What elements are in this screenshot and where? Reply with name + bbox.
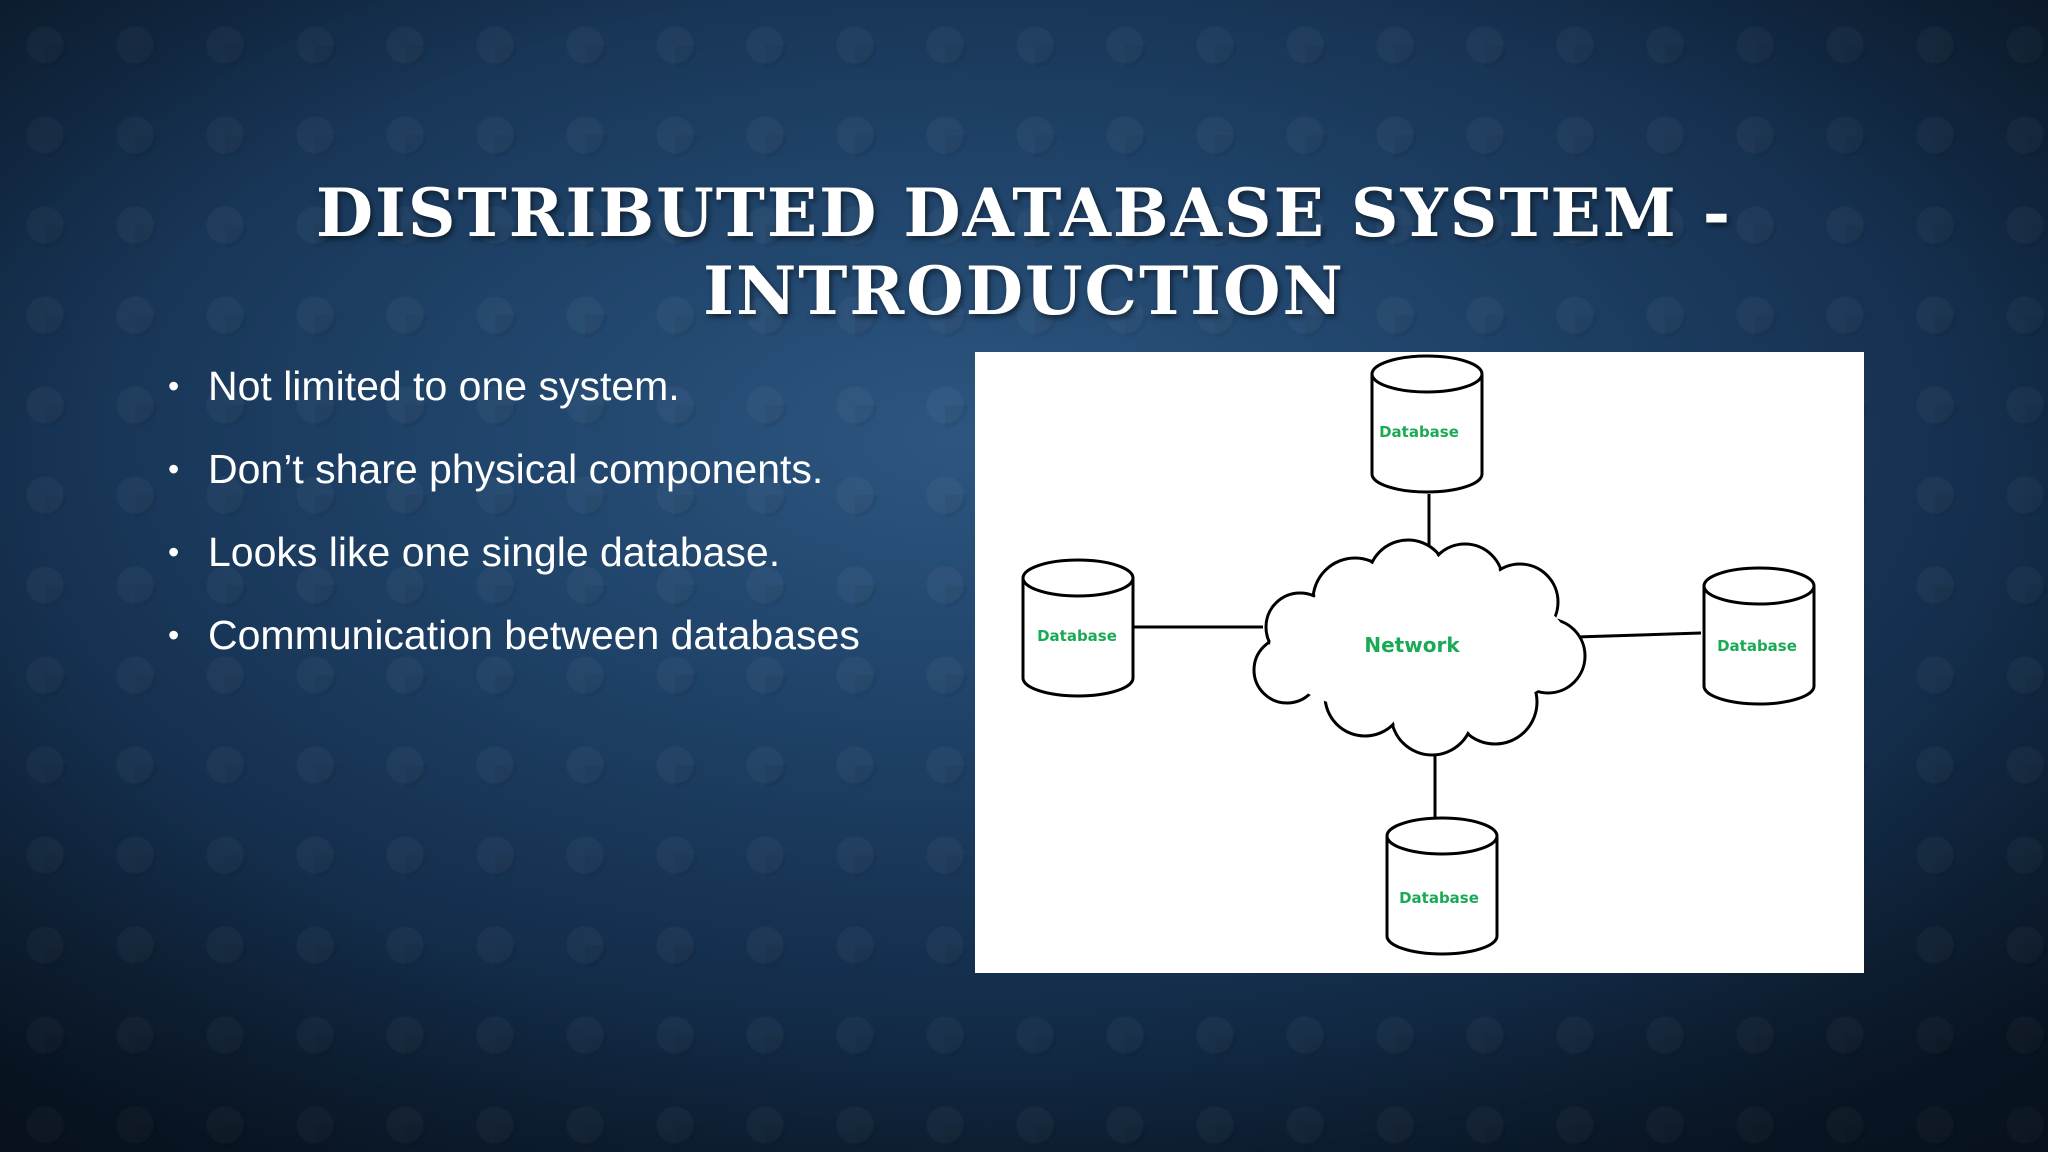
database-top-icon — [1370, 354, 1484, 494]
bullet-list: • Not limited to one system. • Don’t share… — [160, 362, 860, 694]
database-right-icon — [1702, 566, 1816, 706]
bullet-item: • Looks like one single database. — [160, 528, 860, 576]
connector-right — [1575, 631, 1702, 639]
bullet-item: • Not limited to one system. — [160, 362, 860, 410]
slide-title-line-2: Introduction — [703, 252, 1345, 331]
bullet-item: • Communication between databases — [160, 611, 860, 659]
database-left-label: Database — [1037, 627, 1117, 645]
bullet-dot-icon: • — [168, 451, 180, 487]
bullet-text: Looks like one single database. — [208, 529, 781, 575]
network-diagram: Network Database Database Database Datab… — [975, 352, 1864, 973]
bullet-text: Communication between databases — [208, 612, 860, 658]
bullet-text: Don’t share physical components. — [208, 446, 824, 492]
database-left-icon — [1021, 558, 1135, 698]
slide-title-line-1: Distributed Database System - — [315, 174, 1733, 253]
network-label: Network — [1364, 633, 1460, 657]
bullet-dot-icon: • — [168, 617, 180, 653]
bullet-dot-icon: • — [168, 368, 180, 404]
network-diagram-svg: Network Database Database Database Datab… — [1021, 354, 1816, 956]
bullet-text: Not limited to one system. — [208, 363, 680, 409]
slide-title: Distributed Database System - Introducti… — [0, 174, 2048, 330]
bullet-item: • Don’t share physical components. — [160, 445, 860, 493]
database-top-label: Database — [1379, 423, 1459, 441]
database-bottom-icon — [1385, 816, 1499, 956]
bullet-dot-icon: • — [168, 534, 180, 570]
database-bottom-label: Database — [1399, 889, 1479, 907]
database-right-label: Database — [1717, 637, 1797, 655]
